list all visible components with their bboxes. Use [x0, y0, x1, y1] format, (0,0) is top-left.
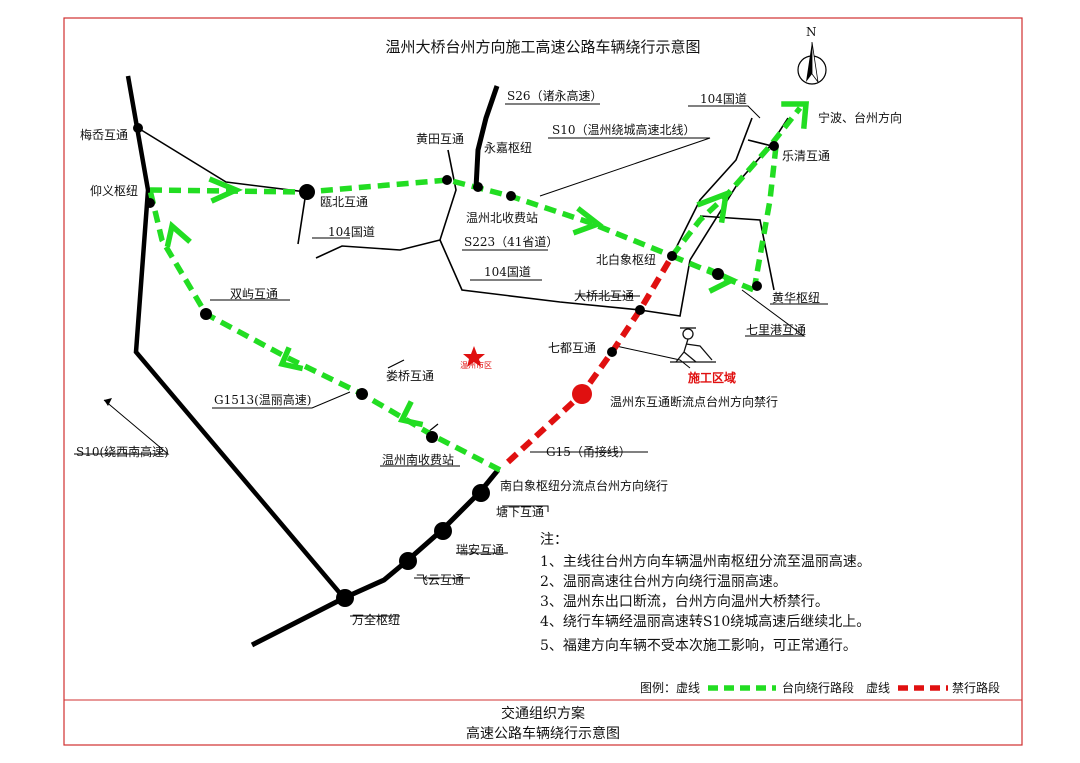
north-arrow-icon: N	[797, 25, 827, 85]
label-daqiaobei: 大桥北互通	[574, 289, 634, 303]
label-yangyi: 仰义枢纽	[90, 183, 138, 198]
label-wzbei: 温州北收费站	[466, 211, 538, 225]
note-2: 2、温丽高速往台州方向绕行温丽高速。	[540, 573, 787, 590]
label-wzcity: 温州市区	[460, 360, 492, 370]
city-star-icon	[463, 346, 485, 367]
label-wznan: 温州南收费站	[382, 452, 454, 467]
label-oubei: 瓯北互通	[320, 195, 368, 209]
label-s26: S26（诸永高速）	[507, 88, 603, 103]
label-104-b: 104国道	[484, 265, 531, 279]
note-1: 1、主线往台州方向车辆温州南枢纽分流至温丽高速。	[540, 553, 871, 570]
notes-heading: 注：	[540, 532, 568, 548]
label-g1513: G1513(温丽高速)	[214, 392, 312, 407]
label-shuangyu: 双屿互通	[230, 287, 278, 301]
legend-green-label: 台向绕行路段	[782, 680, 854, 695]
footer-line-1: 交通组织方案	[501, 705, 585, 722]
label-louqiao: 娄桥互通	[386, 368, 434, 383]
closed-route	[505, 254, 675, 465]
detour-arrows	[164, 101, 810, 428]
legend-prefix: 图例：虚线	[640, 681, 700, 695]
label-104-a: 104国道	[328, 225, 375, 239]
leader-lines	[74, 103, 828, 617]
legend: 图例：虚线 台向绕行路段 虚线 禁行路段	[640, 680, 1000, 695]
label-tangxia: 塘下互通	[496, 504, 544, 519]
label-s10-west: S10(绕西南高速)	[76, 444, 169, 459]
map-title: 温州大桥台州方向施工高速公路车辆绕行示意图	[385, 38, 700, 56]
legend-mid: 虚线	[866, 681, 890, 695]
label-meiao: 梅岙互通	[80, 127, 128, 142]
label-nanbaixiang: 南白象枢纽分流点台州方向绕行	[500, 478, 668, 493]
label-104-c: 104国道	[700, 92, 747, 106]
closure-point	[572, 384, 592, 404]
label-feiyun: 飞云互通	[416, 573, 464, 587]
note-4: 4、绕行车辆经温丽高速转S10绕城高速后继续北上。	[540, 613, 870, 630]
interchange-nodes	[133, 123, 779, 607]
notes-block: 注： 1、主线往台州方向车辆温州南枢纽分流至温丽高速。 2、温丽高速往台州方向绕…	[540, 532, 871, 654]
label-huanghua: 黄华枢纽	[772, 290, 820, 305]
label-huangtian: 黄田互通	[416, 132, 464, 146]
map-frame	[63, 17, 1023, 746]
svg-text:N: N	[806, 25, 817, 39]
label-beibaixiang: 北白象枢纽	[596, 252, 656, 267]
map-labels: 梅岙互通 仰义枢纽 瓯北互通 黄田互通 S26（诸永高速） 永嘉枢纽 S10（温…	[76, 88, 902, 627]
label-ruian: 瑞安互通	[456, 542, 504, 557]
label-s223: S223（41省道）	[464, 235, 558, 249]
label-yongjia: 永嘉枢纽	[484, 140, 532, 155]
label-ningbo: 宁波、台州方向	[818, 110, 902, 125]
label-yueqing: 乐清互通	[782, 149, 830, 163]
label-construction: 施工区域	[688, 370, 736, 385]
label-wzdong: 温州东互通断流点台州方向禁行	[610, 394, 778, 409]
label-qidu: 七都互通	[548, 341, 596, 355]
note-5: 5、福建方向车辆不受本次施工影响，可正常通行。	[540, 637, 857, 654]
label-qiligang: 七里港互通	[746, 323, 806, 337]
construction-worker-icon	[670, 327, 716, 363]
legend-red-label: 禁行路段	[952, 680, 1000, 695]
footer-line-2: 高速公路车辆绕行示意图	[466, 725, 620, 742]
label-wanquan: 万全枢纽	[352, 612, 400, 627]
arrow-icon	[104, 398, 112, 406]
label-g15: G15（甬接线）	[546, 444, 631, 459]
label-s10-north: S10（温州绕城高速北线）	[552, 122, 696, 137]
note-3: 3、温州东出口断流，台州方向温州大桥禁行。	[540, 594, 829, 610]
